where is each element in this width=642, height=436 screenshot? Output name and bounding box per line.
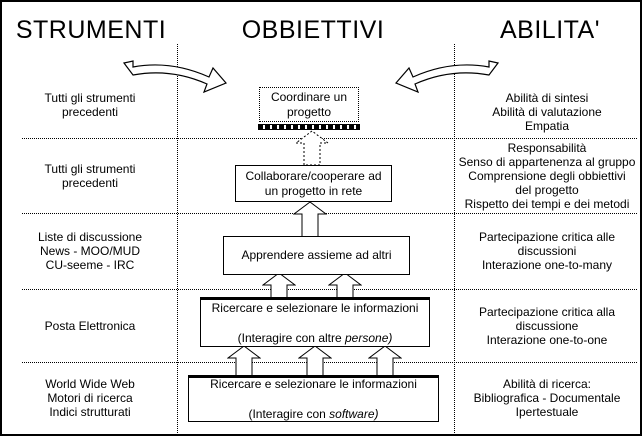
up-arrow-icon	[293, 201, 327, 238]
flow-box-line: (Interagire con software)	[248, 407, 379, 421]
up-arrow-icon	[328, 272, 362, 299]
flow-box-ricercare-software: Ricercare e selezionare le informazioni …	[188, 375, 439, 422]
flow-box-apprendere: Apprendere assieme ad altri	[223, 236, 410, 275]
up-arrow-icon	[227, 345, 261, 378]
thick-dashed-bar	[258, 124, 360, 130]
abilita-row-2: Responsabilità Senso di appartenenza al …	[458, 140, 636, 211]
row-divider	[22, 362, 637, 363]
flow-box-collaborare: Collaborare/cooperare ad un progetto in …	[235, 165, 392, 202]
up-arrow-dashed-icon	[295, 130, 329, 166]
curved-arrow-icon	[122, 60, 228, 94]
row-divider	[22, 213, 637, 214]
flow-box-line: Ricercare e selezionare le informazioni	[210, 377, 417, 391]
strumenti-row-4: Posta Elettronica	[44, 318, 136, 333]
curved-arrow-icon	[394, 60, 500, 94]
flow-box-ricercare-persone: Ricercare e selezionare le informazioni …	[200, 297, 430, 347]
flow-box-coordinare: Coordinare un progetto	[259, 87, 359, 122]
up-arrow-icon	[368, 345, 402, 378]
strumenti-row-3: Liste di discussione News - MOO/MUD CU-s…	[37, 230, 143, 272]
abilita-row-3: Partecipazione critica alle discussioni …	[478, 230, 616, 272]
abilita-row-5: Abilità di ricerca: Bibliografica - Docu…	[473, 377, 621, 419]
row-divider	[22, 289, 637, 290]
strumenti-row-1: Tutti gli strumenti precedenti	[44, 91, 136, 119]
up-arrow-icon	[298, 345, 332, 378]
row-divider	[22, 138, 637, 139]
column-divider	[177, 44, 178, 433]
column-header-abilita: ABILITA'	[499, 16, 601, 44]
column-header-strumenti: STRUMENTI	[15, 16, 167, 44]
flow-box-line: Ricercare e selezionare le informazioni	[211, 300, 419, 315]
column-header-obbiettivi: OBBIETTIVI	[241, 16, 385, 44]
strumenti-row-2: Tutti gli strumenti precedenti	[44, 161, 136, 190]
abilita-row-1: Abilità di sintesi Abilità di valutazion…	[492, 91, 602, 133]
column-divider	[454, 44, 455, 433]
strumenti-row-5: World Wide Web Motori di ricerca Indici …	[45, 377, 135, 419]
flow-box-line: (Interagire con altre persone)	[237, 330, 393, 345]
abilita-row-4: Partecipazione critica alla discussione …	[478, 304, 616, 347]
up-arrow-icon	[262, 272, 296, 299]
